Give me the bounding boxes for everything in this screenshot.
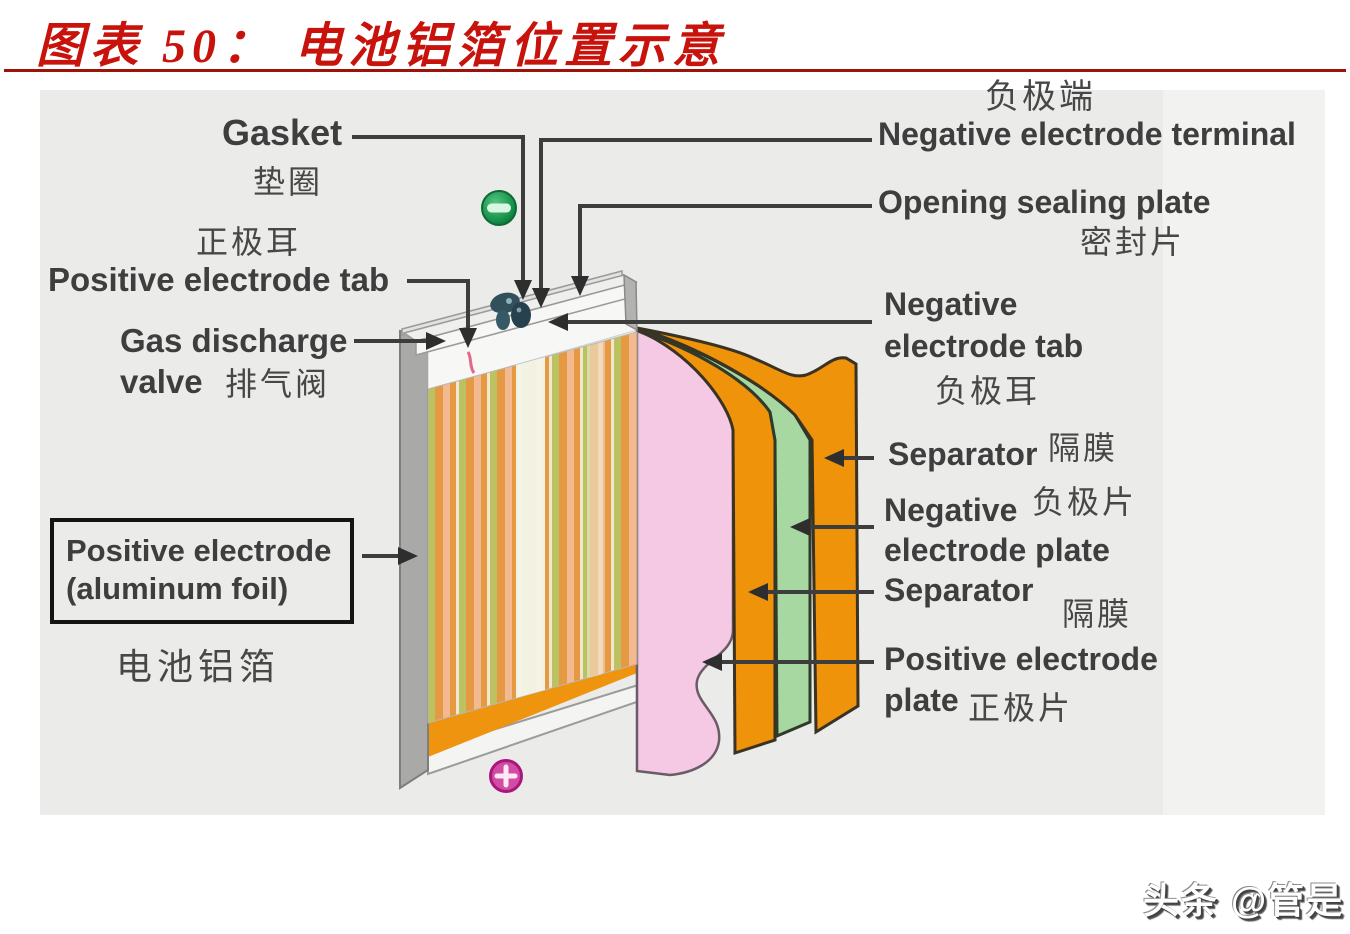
positive-tab-mark	[466, 351, 476, 374]
figure-title: 图表 50： 电池铝箔位置示意	[36, 20, 727, 73]
label-aluminum-foil-zh: 电池铝箔	[116, 646, 281, 687]
aluminum-foil-line2: (aluminum foil)	[66, 570, 289, 606]
label-separator-bottom-en: Separator	[884, 572, 1034, 608]
aluminum-foil-line1: Positive electrode	[66, 533, 332, 568]
label-negative-tab-en-line1: Negative	[884, 286, 1018, 322]
leader-positive-tab	[407, 279, 470, 328]
label-separator-top-zh: 隔膜	[1048, 430, 1119, 466]
label-negative-terminal-zh: 负极端	[985, 78, 1096, 116]
aluminum-foil-callout-box: Positive electrode (aluminum foil)	[50, 518, 354, 624]
label-separator-bottom-zh: 隔膜	[1062, 596, 1133, 632]
label-sealing-plate-en: Opening sealing plate	[878, 184, 1211, 220]
label-gas-valve-en-line1: Gas discharge	[120, 322, 348, 359]
label-positive-plate-zh: 正极片	[968, 690, 1074, 726]
label-gas-valve-en-line2: valve	[120, 363, 203, 400]
label-positive-plate-en-line2: plate	[884, 682, 959, 718]
roll-bottom-edge	[428, 662, 637, 757]
label-positive-tab-en: Positive electrode tab	[48, 261, 390, 298]
minus-badge-icon	[481, 190, 517, 226]
label-separator-top-en: Separator	[888, 436, 1038, 472]
label-negative-plate-zh: 负极片	[1032, 484, 1138, 520]
title-underline	[4, 69, 1346, 72]
label-gasket-en: Gasket	[222, 112, 343, 153]
plus-badge-icon	[489, 759, 523, 793]
figure-panel-light-strip	[1163, 90, 1325, 815]
label-gas-valve-zh: 排气阀	[225, 366, 331, 402]
terminal-gasket-assembly	[490, 292, 531, 330]
label-negative-plate-en-line2: electrode plate	[884, 532, 1110, 568]
label-gasket-zh: 垫圈	[253, 164, 324, 200]
leader-sealing-plate	[578, 204, 872, 276]
label-positive-plate-en-line1: Positive electrode	[884, 641, 1158, 677]
stack-highlight-band-2	[587, 342, 603, 678]
label-negative-tab-zh: 负极耳	[935, 373, 1041, 409]
stack-highlight-band	[516, 357, 545, 698]
watermark: 头条 @管是	[1143, 880, 1345, 921]
label-negative-plate-en-line1: Negative	[884, 492, 1018, 528]
label-positive-tab-zh: 正极耳	[196, 224, 302, 260]
leader-arrowheads	[398, 276, 844, 671]
separator-outer-layer	[636, 326, 860, 735]
leader-lines	[352, 135, 874, 664]
leader-negative-terminal	[539, 138, 872, 288]
label-sealing-plate-zh: 密封片	[1080, 224, 1186, 260]
label-negative-tab-en-line2: electrode tab	[884, 328, 1084, 364]
label-negative-terminal-en: Negative electrode terminal	[878, 116, 1296, 152]
leader-gasket	[352, 135, 525, 280]
lid-right-cap	[623, 273, 638, 332]
